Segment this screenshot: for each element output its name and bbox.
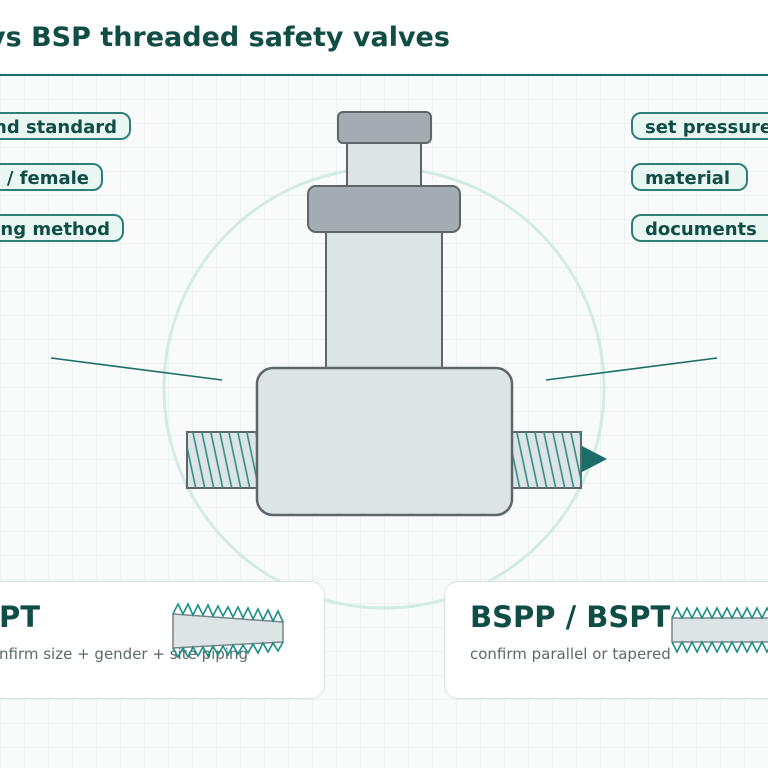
leader-line-right bbox=[545, 357, 718, 381]
valve-body bbox=[255, 366, 514, 517]
valve-bonnet bbox=[325, 227, 443, 371]
valve-cap bbox=[307, 185, 461, 233]
label-material: material bbox=[631, 163, 748, 191]
card-subtitle: nfirm size + gender + site piping bbox=[0, 645, 248, 663]
valve-diagram bbox=[50, 111, 718, 610]
card-subtitle: confirm parallel or tapered bbox=[470, 645, 671, 663]
label-sealing-method: ng method bbox=[0, 214, 124, 242]
label-thread-standard: nd standard bbox=[0, 112, 131, 140]
npt-card: PT nfirm size + gender + site piping bbox=[0, 581, 325, 699]
bsp-card: BSPP / BSPT confirm parallel or tapered bbox=[444, 581, 768, 699]
flow-arrow-icon bbox=[582, 446, 607, 472]
label-documents: documents bbox=[631, 214, 768, 242]
page-title: vs BSP threaded safety valves bbox=[0, 22, 450, 53]
label-set-pressure: set pressure bbox=[631, 112, 768, 140]
tapered-thread-icon bbox=[172, 602, 284, 659]
valve-stem bbox=[346, 137, 422, 191]
header: vs BSP threaded safety valves bbox=[0, 0, 768, 76]
safety-valve-icon bbox=[186, 111, 607, 517]
card-title: PT bbox=[0, 600, 41, 634]
valve-knob bbox=[337, 111, 432, 144]
card-title: BSPP / BSPT bbox=[470, 600, 671, 634]
leader-line-left bbox=[50, 357, 223, 381]
parallel-thread-icon bbox=[671, 606, 768, 654]
label-gender: / female bbox=[0, 163, 103, 191]
